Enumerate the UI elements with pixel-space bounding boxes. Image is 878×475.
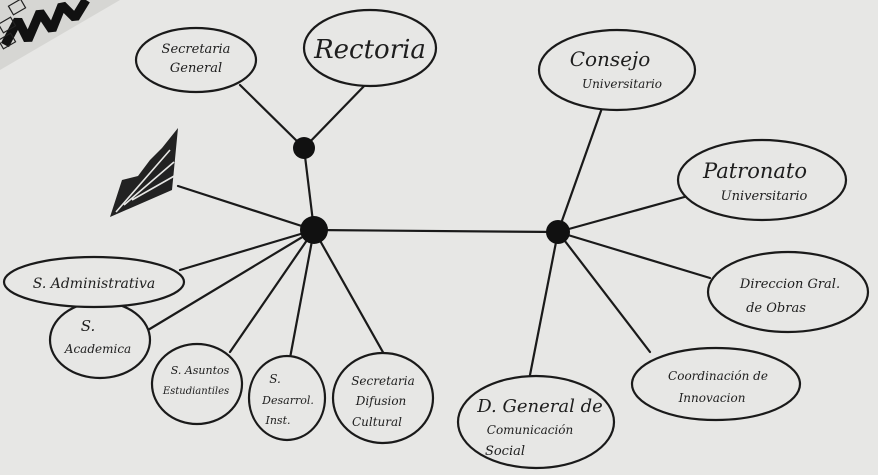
node-label-asuntos-0: S. Asuntos: [171, 364, 230, 377]
node-direccion-obras: Direccion Gral. de Obras: [706, 250, 870, 334]
node-label-direccion-obras-0: Direccion Gral.: [739, 277, 840, 292]
node-label-d-general-2: Social: [485, 444, 525, 459]
node-label-consejo-1: Universitario: [582, 77, 662, 91]
hub-left: [300, 216, 328, 244]
node-label-difusion-0: Secretaria: [351, 374, 415, 388]
node-coordinacion: Coordinación de Innovacion: [630, 346, 802, 422]
node-label-direccion-obras-1: de Obras: [746, 301, 806, 316]
node-label-consejo-0: Consejo: [570, 47, 651, 71]
node-label-academica-1: Academica: [64, 342, 131, 356]
node-difusion: Secretaria Difusion Cultural: [331, 351, 435, 445]
node-patronato: Patronato Universitario: [676, 138, 848, 222]
node-label-difusion-2: Cultural: [352, 415, 402, 429]
node-label-patronato-0: Patronato: [702, 159, 807, 183]
node-academica: S. Academica: [48, 300, 152, 380]
node-label-rectoria-0: Rectoria: [313, 35, 426, 65]
node-label-desarrollo-1: Desarrol.: [261, 394, 314, 407]
hub-right: [546, 220, 570, 244]
node-label-administrativa-0: S. Administrativa: [33, 276, 156, 292]
node-asuntos: S. Asuntos Estudiantiles: [150, 342, 244, 426]
node-label-desarrollo-0: S.: [269, 372, 281, 386]
node-label-asuntos-1: Estudiantiles: [162, 386, 229, 397]
node-secretaria-general: Secretaria General: [134, 26, 258, 94]
node-label-desarrollo-2: Inst.: [265, 414, 291, 427]
node-label-d-general-1: Comunicación: [487, 423, 573, 437]
hub-top: [293, 137, 315, 159]
node-administrativa: S. Administrativa: [2, 255, 186, 309]
node-label-difusion-1: Difusion: [355, 394, 407, 408]
node-label-academica-0: S.: [81, 317, 96, 335]
node-consejo: Consejo Universitario: [537, 28, 697, 112]
node-label-secretaria-general-0: Secretaria: [162, 42, 231, 57]
connectors: [146, 80, 712, 377]
node-d-general: D. General de Comunicación Social: [456, 374, 616, 470]
corner-decoration: [0, 0, 120, 70]
node-label-d-general-0: D. General de: [476, 396, 603, 417]
node-label-secretaria-general-1: General: [170, 61, 222, 76]
pen-doodle-icon: [110, 128, 178, 217]
node-desarrollo: S. Desarrol. Inst.: [247, 354, 327, 442]
node-rectoria: Rectoria: [302, 8, 438, 88]
node-label-patronato-1: Universitario: [721, 189, 808, 204]
node-label-coordinacion-1: Innovacion: [678, 391, 746, 405]
node-label-coordinacion-0: Coordinación de: [668, 369, 768, 383]
